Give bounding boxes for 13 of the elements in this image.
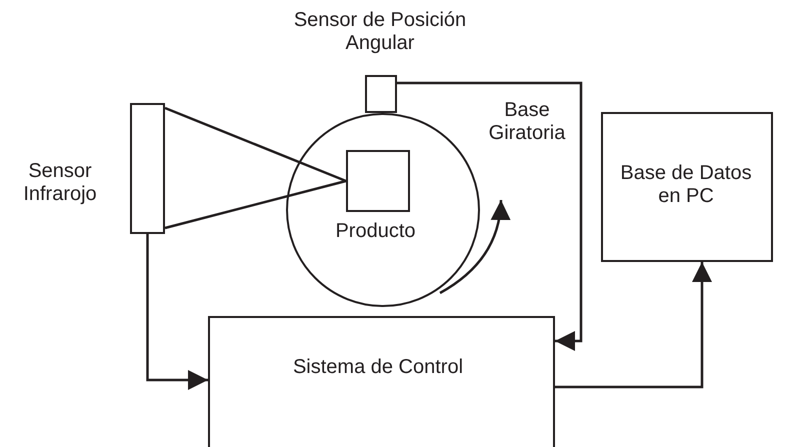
base-label: Base Giratoria — [488, 99, 566, 145]
sensor-label: Sensor de Posición Angular — [292, 9, 468, 55]
arrow — [146, 234, 208, 390]
product-label: Producto — [334, 220, 417, 242]
beam-line — [164, 180, 346, 230]
beam-line — [164, 106, 346, 182]
arrow — [397, 82, 582, 351]
box-label: Base de Datos en PC — [619, 162, 753, 208]
box-label: Sistema de Control — [292, 356, 464, 379]
arrow — [555, 262, 712, 388]
database-box — [601, 112, 773, 262]
control-box — [208, 316, 555, 447]
sensor-label: Sensor Infrarojo — [22, 160, 98, 206]
